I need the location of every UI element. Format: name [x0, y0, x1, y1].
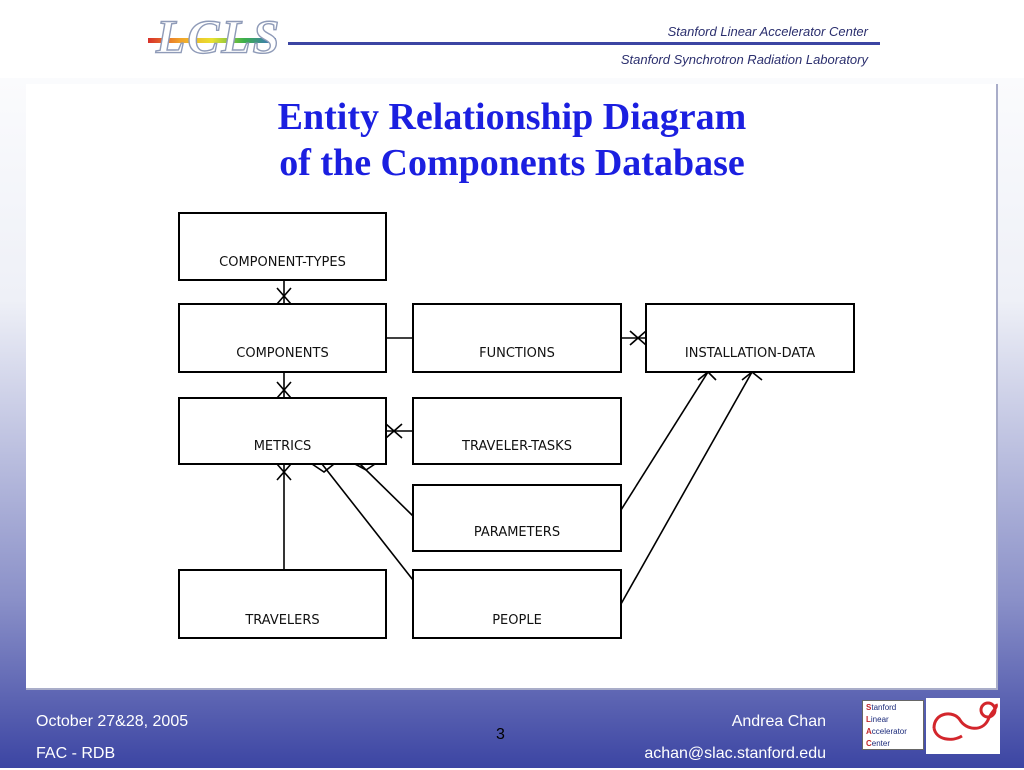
rel-installation-parameters	[620, 371, 709, 511]
slac-logo-letter: L	[866, 715, 871, 724]
entity-label: PEOPLE	[492, 613, 542, 628]
entity-label: COMPONENT-TYPES	[219, 255, 346, 270]
slide-header: LCLS Stanford Linear Accelerator Center …	[0, 0, 1024, 78]
relationships	[276, 280, 763, 605]
logo-text: LCLS	[155, 11, 282, 64]
crowfoot-metrics-bottom	[276, 463, 292, 481]
slac-logo: Stanford Linear Accelerator Center	[862, 700, 924, 750]
footer-right: Andrea Chan achan@slac.stanford.edu	[644, 706, 826, 770]
lcls-logo: LCLS	[148, 8, 288, 66]
page-number: 3	[496, 726, 505, 743]
header-divider	[288, 42, 880, 45]
crowfoot-components-top	[276, 287, 292, 305]
slac-logo-word: inear	[870, 715, 889, 724]
slac-logo-word: enter	[871, 739, 891, 748]
org-name-slac: Stanford Linear Accelerator Center	[667, 24, 868, 39]
slac-logo-letter: S	[866, 703, 872, 712]
entity-installation-data: INSTALLATION-DATA	[645, 303, 855, 373]
entity-box	[178, 569, 387, 639]
ssrl-text: SSRL	[962, 736, 992, 748]
footer-left: October 27&28, 2005 FAC - RDB	[36, 706, 188, 770]
footer-date: October 27&28, 2005	[36, 713, 189, 730]
crowfoot-installation-left	[629, 330, 647, 346]
entity-box	[412, 303, 622, 373]
crowfoot-metrics-top	[276, 381, 292, 399]
entity-box	[178, 397, 387, 465]
entity-box	[412, 397, 622, 465]
slac-logo-letter: C	[866, 739, 872, 748]
crowfoot-metrics-people	[311, 463, 335, 473]
slac-logo-word: tanford	[871, 703, 897, 712]
title-line-1: Entity Relationship Diagram	[277, 96, 747, 138]
entity-box	[645, 303, 855, 373]
slac-logo-letter: A	[866, 727, 872, 736]
crowfoot-metrics-parameters	[354, 463, 376, 471]
entity-parameters: PARAMETERS	[412, 484, 622, 552]
entity-label: COMPONENTS	[236, 346, 328, 361]
title-line-2: of the Components Database	[279, 142, 745, 184]
entity-travelers: TRAVELERS	[178, 569, 387, 639]
entity-label: PARAMETERS	[474, 525, 560, 540]
entity-box	[412, 484, 622, 552]
entity-label: FUNCTIONS	[479, 346, 555, 361]
org-name-ssrl: Stanford Synchrotron Radiation Laborator…	[620, 52, 868, 67]
entity-component-types: COMPONENT-TYPES	[178, 212, 387, 281]
logo-rainbow-bar	[148, 38, 276, 43]
entity-box	[412, 569, 622, 639]
rel-installation-people	[620, 371, 753, 605]
entity-label: TRAVELERS	[244, 613, 319, 628]
entity-components: COMPONENTS	[178, 303, 387, 373]
entity-label: TRAVELER-TASKS	[461, 439, 572, 454]
rel-metrics-parameters	[359, 463, 414, 517]
slide-title: Entity Relationship Diagram of the Compo…	[0, 94, 1024, 186]
entity-metrics: METRICS	[178, 397, 387, 465]
entity-box	[178, 303, 387, 373]
entity-label: METRICS	[254, 439, 312, 454]
entity-traveler-tasks: TRAVELER-TASKS	[412, 397, 622, 465]
footer-email: achan@slac.stanford.edu	[644, 745, 826, 762]
footer-author: Andrea Chan	[731, 713, 826, 730]
footer-event: FAC - RDB	[36, 745, 116, 762]
entity-label: INSTALLATION-DATA	[685, 346, 815, 361]
ssrl-logo-icon	[926, 698, 1000, 754]
entity-people: PEOPLE	[412, 569, 622, 639]
crowfoot-metrics-right	[385, 423, 403, 439]
rel-metrics-people	[321, 463, 414, 581]
entity-box	[178, 212, 387, 281]
slac-logo-word: ccelerator	[871, 727, 907, 736]
entity-functions: FUNCTIONS	[412, 303, 622, 373]
crowfoot-installation-parameters	[697, 370, 717, 381]
